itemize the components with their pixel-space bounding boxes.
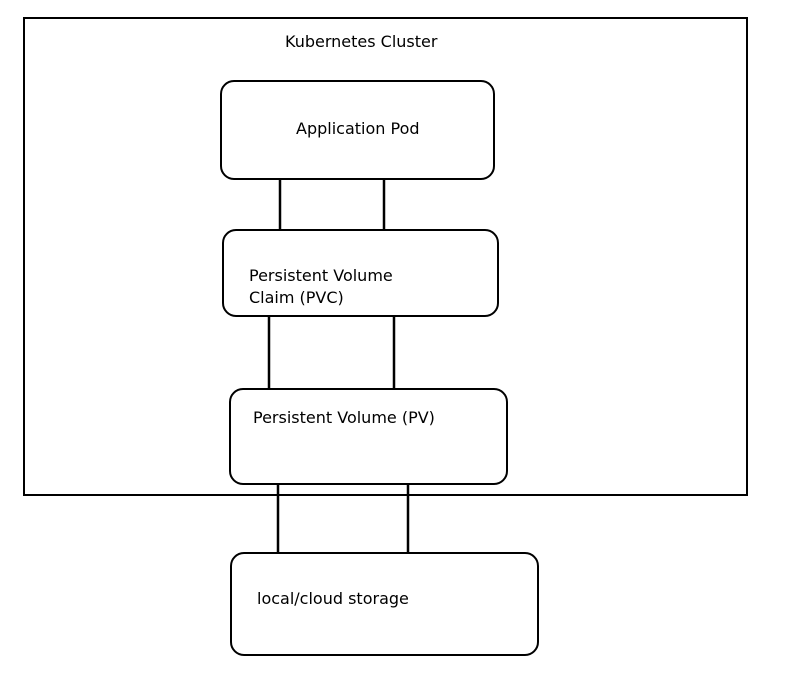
cluster-label: Kubernetes Cluster (285, 32, 438, 51)
kubernetes-cluster-boundary (23, 17, 748, 496)
persistent-volume-node: Persistent Volume (PV) (229, 388, 508, 485)
application-pod-node: Application Pod (220, 80, 495, 180)
persistent-volume-claim-node: Persistent Volume Claim (PVC) (222, 229, 499, 317)
persistent-volume-claim-label: Persistent Volume Claim (PVC) (249, 265, 393, 309)
storage-label: local/cloud storage (257, 589, 409, 608)
pvc-label-line-2: Claim (PVC) (249, 288, 344, 307)
persistent-volume-label: Persistent Volume (PV) (253, 408, 435, 427)
pvc-label-line-1: Persistent Volume (249, 266, 393, 285)
application-pod-label: Application Pod (296, 119, 420, 138)
storage-node: local/cloud storage (230, 552, 539, 656)
